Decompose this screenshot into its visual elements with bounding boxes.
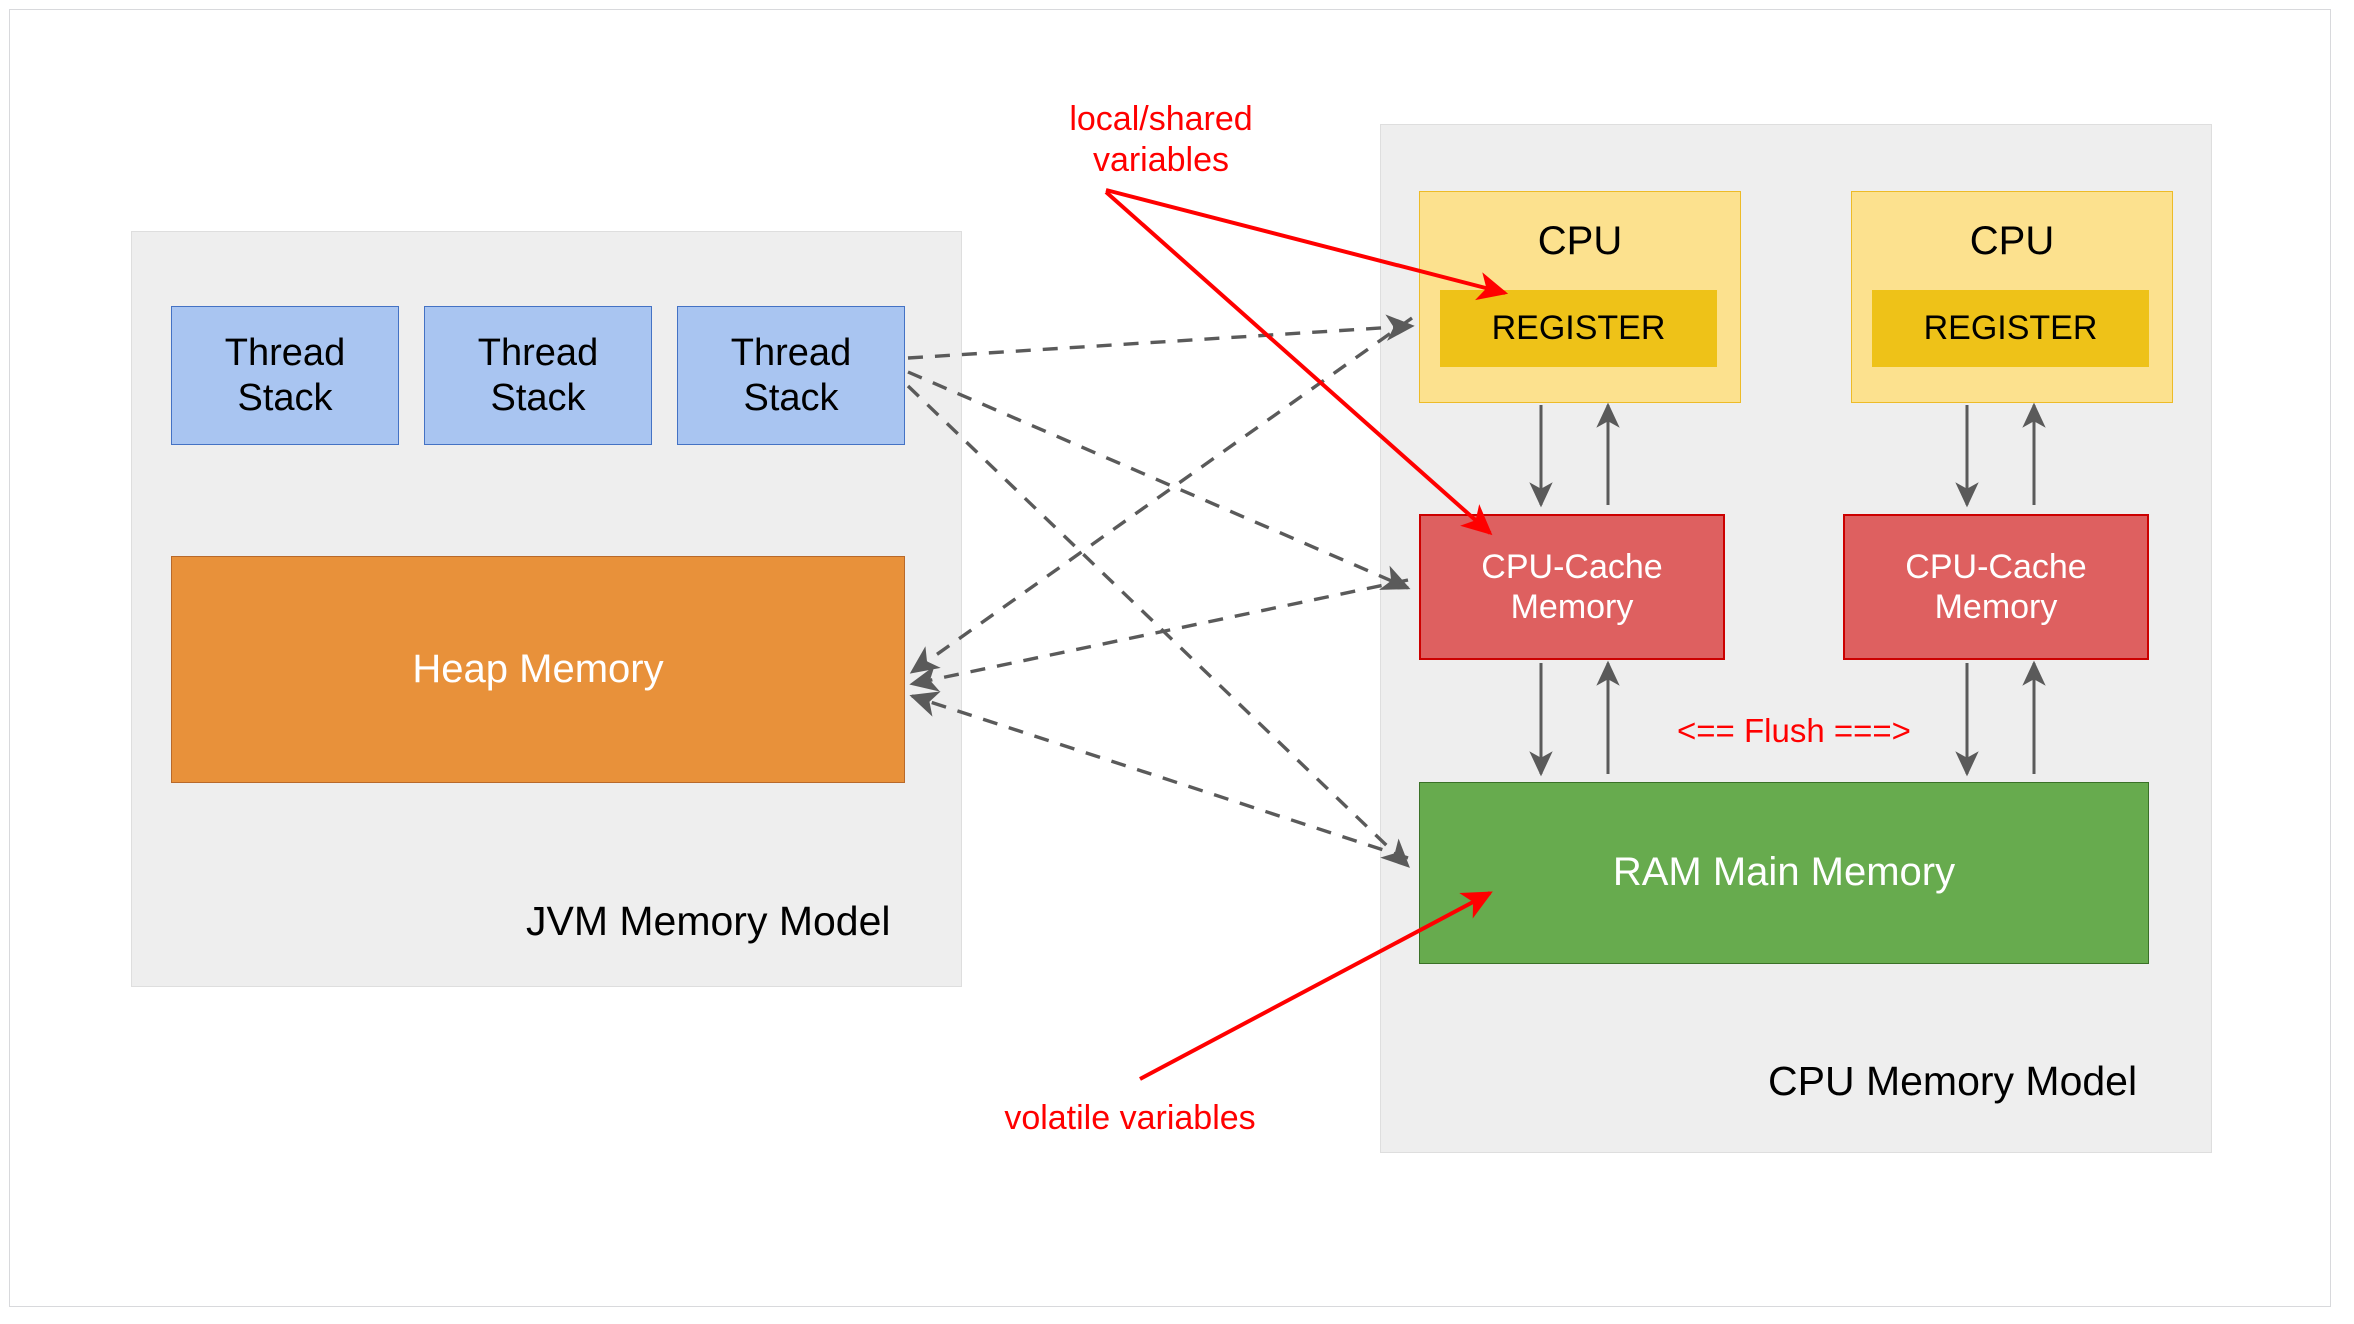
heap-memory-box[interactable]: Heap Memory [171, 556, 905, 783]
cpu-memory-model-label: CPU Memory Model [1768, 1058, 2138, 1104]
thread-stack-box-3[interactable]: Thread Stack [677, 306, 905, 445]
cpu-cache-memory-2[interactable]: CPU-Cache Memory [1843, 514, 2149, 660]
cpu-cache-memory-1[interactable]: CPU-Cache Memory [1419, 514, 1725, 660]
flush-label: <== Flush ===> [1677, 712, 1911, 749]
cpu-register-2[interactable]: REGISTER [1872, 290, 2149, 367]
thread-stack-box-1[interactable]: Thread Stack [171, 306, 399, 445]
ram-main-memory-box[interactable]: RAM Main Memory [1419, 782, 2149, 964]
volatile-variables-annotation: volatile variables [1004, 1099, 1256, 1137]
thread-stack-box-2[interactable]: Thread Stack [424, 306, 652, 445]
jvm-memory-model-label: JVM Memory Model [526, 898, 891, 944]
local-shared-variables-annotation: local/shared variables [1069, 100, 1253, 180]
cpu-register-1[interactable]: REGISTER [1440, 290, 1717, 367]
